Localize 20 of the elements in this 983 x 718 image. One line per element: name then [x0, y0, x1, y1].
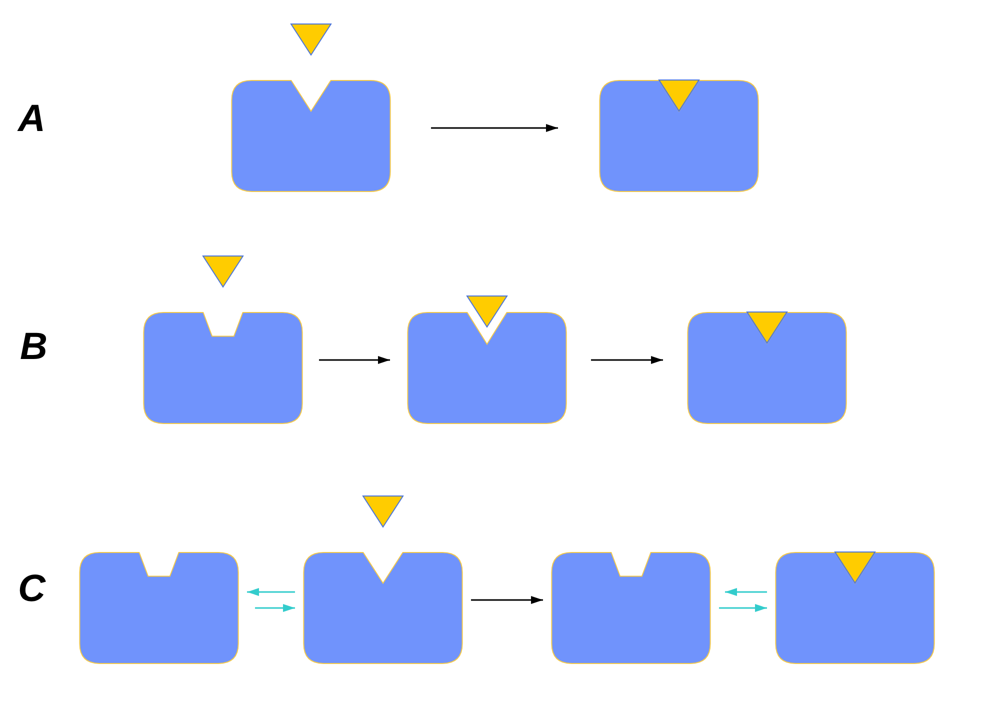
arrow	[247, 588, 295, 596]
row-letter: B	[20, 328, 48, 366]
enzyme-shape	[303, 552, 463, 664]
row-letter: A	[18, 100, 46, 138]
enzyme-shape	[143, 312, 303, 424]
arrow	[431, 124, 558, 132]
enzyme-shape	[775, 552, 935, 664]
enzyme-shape	[407, 312, 567, 424]
enzyme-shape	[551, 552, 711, 664]
arrow	[319, 356, 390, 364]
arrow	[255, 604, 295, 612]
enzyme-shape	[79, 552, 239, 664]
arrow	[719, 604, 767, 612]
enzyme-shape	[687, 312, 847, 424]
arrow	[725, 588, 767, 596]
arrow	[591, 356, 663, 364]
enzyme-shape	[231, 80, 391, 192]
enzyme-shape	[599, 80, 759, 192]
row-letter: C	[18, 570, 46, 608]
arrow	[471, 596, 543, 604]
